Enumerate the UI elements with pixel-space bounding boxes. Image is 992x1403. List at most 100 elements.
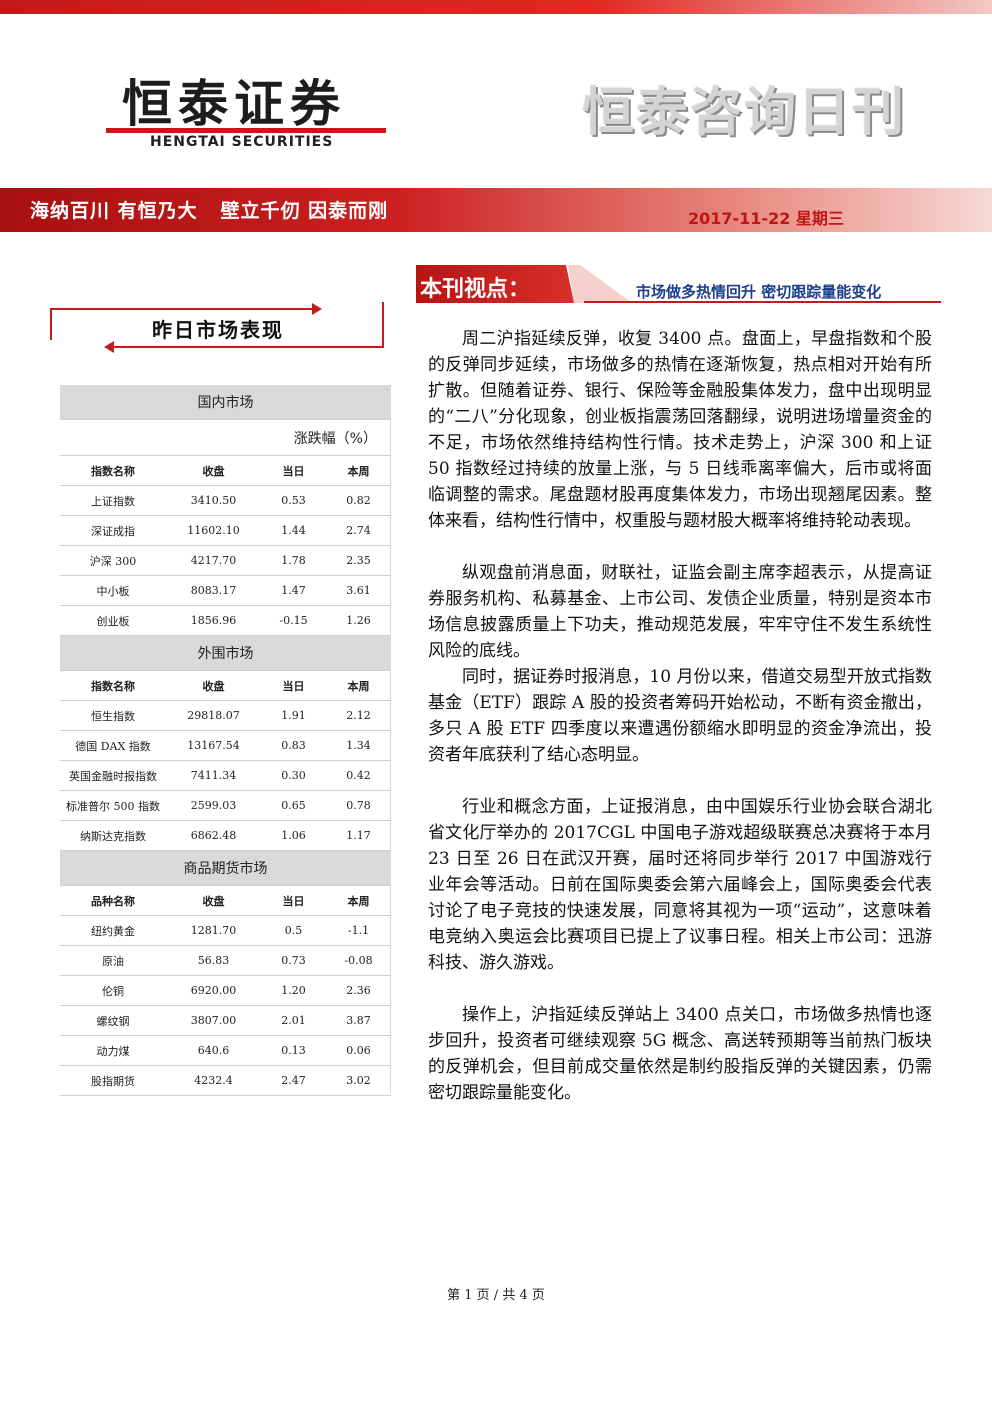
table-cell: 0.5 <box>261 915 326 946</box>
column-header: 本周 <box>326 885 391 916</box>
table-cell: 1.06 <box>261 820 326 851</box>
table-cell: 2.74 <box>326 515 391 546</box>
table-cell: 11602.10 <box>166 515 261 546</box>
table-cell: 4217.70 <box>166 545 261 576</box>
column-header: 本周 <box>326 455 391 486</box>
table-cell: 6862.48 <box>166 820 261 851</box>
table-cell: 纳斯达克指数 <box>60 820 166 851</box>
table-cell: 沪深 300 <box>60 545 166 576</box>
table-cell: 3.02 <box>326 1065 391 1096</box>
table-cell: 2599.03 <box>166 790 261 821</box>
header-frame-line <box>50 308 314 310</box>
market-section-header: 昨日市场表现 <box>50 300 384 353</box>
table-cell: 7411.34 <box>166 760 261 791</box>
viewpoint-title: 本刊视点： <box>420 277 531 302</box>
table-cell: 3.61 <box>326 575 391 606</box>
column-header: 收盘 <box>166 670 261 701</box>
table-cell: 0.82 <box>326 485 391 516</box>
column-header: 收盘 <box>166 885 261 916</box>
table-cell: 恒生指数 <box>60 700 166 731</box>
table-cell: 4232.4 <box>166 1065 261 1096</box>
spacer-cell <box>60 1096 166 1114</box>
table-cell: 1.17 <box>326 820 391 851</box>
table-cell: 2.35 <box>326 545 391 576</box>
issue-date: 2017-11-22 星期三 <box>688 209 844 228</box>
spacer-cell <box>326 1096 391 1114</box>
table-cell: 上证指数 <box>60 485 166 516</box>
article-paragraph: 同时，据证券时报消息，10 月份以来，借道交易型开放式指数基金（ETF）跟踪 A… <box>428 667 932 765</box>
viewpoint-header: 本刊视点： <box>416 265 941 303</box>
table-cell: 3.87 <box>326 1005 391 1036</box>
table-cell: 1.20 <box>261 975 326 1006</box>
table-cell: -1.1 <box>326 915 391 946</box>
table-cell: 纽约黄金 <box>60 915 166 946</box>
article-paragraph: 纵观盘前消息面，财联社，证监会副主席李超表示，从提高证券服务机构、私募基金、上市… <box>428 563 932 661</box>
table-end-spacer <box>60 1096 391 1114</box>
table-cell: 深证成指 <box>60 515 166 546</box>
viewpoint-red-tab <box>416 265 574 303</box>
table-cell: 1281.70 <box>166 915 261 946</box>
company-logo-english: HENGTAI SECURITIES <box>150 134 334 150</box>
table-cell: 640.6 <box>166 1035 261 1066</box>
table-unit-row: 涨跌幅（%） <box>60 419 391 456</box>
table-section-header: 外围市场 <box>60 635 391 671</box>
viewpoint-tab-tail <box>568 265 632 303</box>
market-section-title: 昨日市场表现 <box>152 318 284 342</box>
spacer-cell <box>166 1096 261 1114</box>
company-logo: 恒泰证券 <box>122 75 346 133</box>
table-cell: 3410.50 <box>166 485 261 516</box>
table-cell: 29818.07 <box>166 700 261 731</box>
table-cell: 0.83 <box>261 730 326 761</box>
slogan-text: 海纳百川 有恒乃大 壁立千仞 因泰而刚 <box>30 200 389 222</box>
column-header: 本周 <box>326 670 391 701</box>
header-frame-line <box>382 302 384 348</box>
column-header: 当日 <box>261 670 326 701</box>
table-column-header: 指数名称收盘当日本周 <box>60 670 391 701</box>
publication-title: 恒泰咨询日刊 <box>582 83 907 143</box>
table-cell: 0.13 <box>261 1035 326 1066</box>
table-cell: 1.47 <box>261 575 326 606</box>
table-cell: 0.53 <box>261 485 326 516</box>
table-cell: 2.12 <box>326 700 391 731</box>
table-cell: 0.42 <box>326 760 391 791</box>
top-red-bar <box>0 0 992 14</box>
table-cell: 13167.54 <box>166 730 261 761</box>
arrow-left-icon <box>104 341 114 353</box>
table-cell: 2.47 <box>261 1065 326 1096</box>
table-cell: 6920.00 <box>166 975 261 1006</box>
table-cell: 1.78 <box>261 545 326 576</box>
table-cell: 3807.00 <box>166 1005 261 1036</box>
table-cell: 0.30 <box>261 760 326 791</box>
page-number: 第 1 页 / 共 4 页 <box>447 1288 545 1303</box>
article-paragraph: 操作上，沪指延续反弹站上 3400 点关口，市场做多热情也逐步回升，投资者可继续… <box>428 1005 932 1103</box>
header-frame-line <box>50 308 52 340</box>
table-cell: 8083.17 <box>166 575 261 606</box>
table-section-header: 国内市场 <box>60 385 391 420</box>
table-cell: 英国金融时报指数 <box>60 760 166 791</box>
article-paragraph: 行业和概念方面，上证报消息，由中国娱乐行业协会联合湖北省文化厅举办的 2017C… <box>428 797 932 973</box>
table-cell: 股指期货 <box>60 1065 166 1096</box>
table-cell: 0.73 <box>261 945 326 976</box>
article-paragraph: 周二沪指延续反弹，收复 3400 点。盘面上，早盘指数和个股的反弹同步延续，市场… <box>428 329 932 531</box>
logo-underline <box>106 128 386 133</box>
viewpoint-underline <box>584 301 941 303</box>
table-cell: 2.01 <box>261 1005 326 1036</box>
table-column-header: 品种名称收盘当日本周 <box>60 885 391 916</box>
viewpoint-subtitle: 市场做多热情回升 密切跟踪量能变化 <box>636 283 882 301</box>
section-name: 国内市场 <box>60 385 391 420</box>
table-cell: 1.34 <box>326 730 391 761</box>
table-column-header: 指数名称收盘当日本周 <box>60 455 391 486</box>
unit-label: 涨跌幅（%） <box>60 419 391 456</box>
table-cell: 1.26 <box>326 605 391 636</box>
table-cell: 螺纹钢 <box>60 1005 166 1036</box>
column-header: 收盘 <box>166 455 261 486</box>
column-header: 指数名称 <box>60 670 166 701</box>
table-cell: 中小板 <box>60 575 166 606</box>
